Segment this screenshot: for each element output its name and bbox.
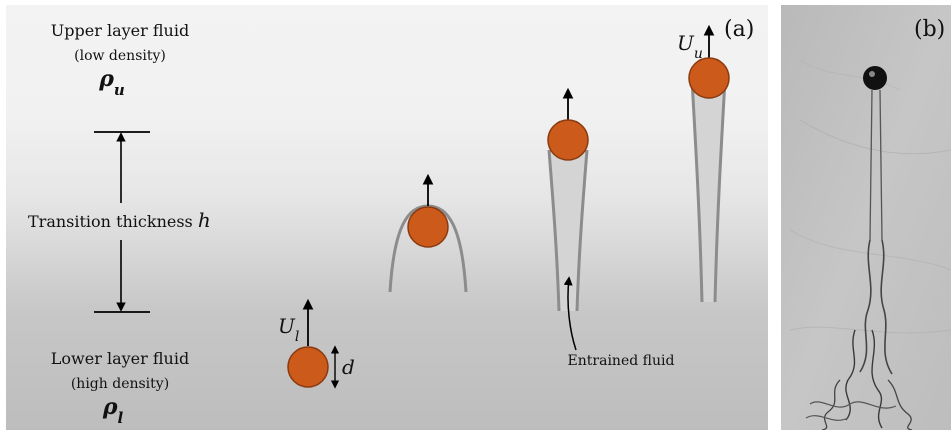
panel-a-tag: (a) [724,17,754,42]
photo-wake [805,89,913,430]
sphere-stage-2 [388,173,468,293]
sphere-stage-3 [547,87,589,312]
sphere [287,346,329,388]
stratified-background [6,5,768,430]
sphere [407,206,449,248]
lower-velocity-label: Ul [278,314,299,345]
upper-layer-note: (low density) [74,48,166,64]
experiment-photo [781,5,951,430]
lower-layer-note: (high density) [71,376,169,392]
photo-sphere [863,66,887,90]
panel-a: Upper layer fluid (low density) ρu Trans… [6,5,768,430]
sphere [547,119,589,161]
upper-layer-title: Upper layer fluid [51,21,189,40]
sphere-stage-4: Uu [677,24,730,303]
lower-density-symbol: ρl [102,394,124,427]
transition-thickness-indicator [94,131,150,313]
entrained-fluid-label: Entrained fluid [568,353,675,369]
upper-density-symbol: ρu [98,66,125,99]
lower-layer-title: Lower layer fluid [51,349,189,368]
sphere [688,57,730,99]
transition-thickness-label: Transition thickness h [28,208,211,232]
panel-b: (b) [781,5,951,430]
upper-velocity-label: Uu [677,31,703,62]
diameter-symbol: d [342,355,355,379]
entrained-fluid-annotation: Entrained fluid [563,276,675,369]
wake-column [692,80,725,302]
panel-b-tag: (b) [914,17,945,42]
photo-sphere-highlight [869,71,875,77]
sphere-stage-1: d Ul [278,298,355,389]
